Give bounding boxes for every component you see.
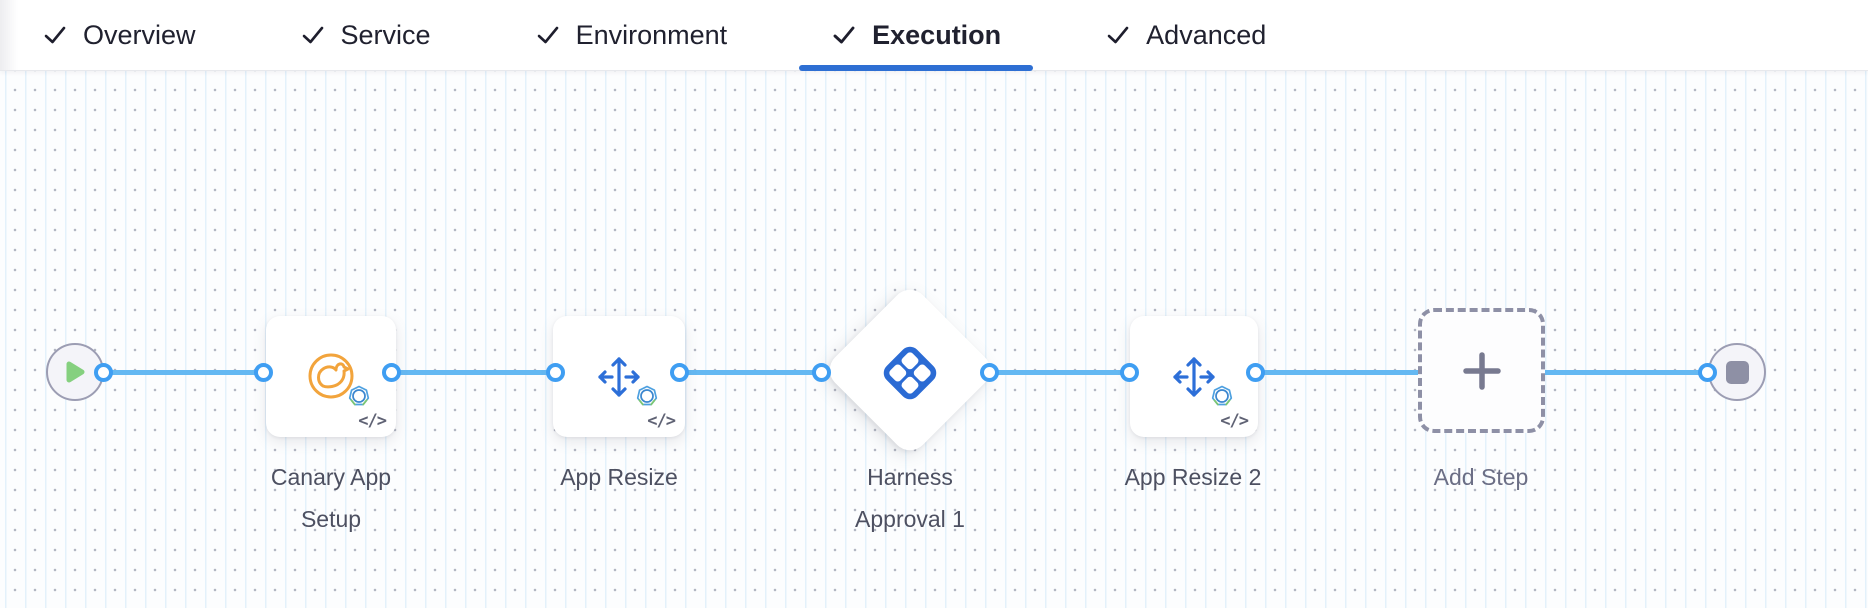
plus-icon [1462,351,1501,390]
check-icon [42,22,68,48]
check-icon [535,22,561,48]
resize-arrows-icon [1173,356,1215,397]
connector-port[interactable] [382,363,401,382]
pipeline-start-node[interactable] [46,343,104,401]
step-label-app-resize-2: App Resize 2 [1124,464,1262,490]
config-hexagon-icon [1210,384,1234,413]
tab-advanced[interactable]: Advanced [1105,0,1266,71]
tab-overview[interactable]: Overview [42,0,196,71]
connector-port[interactable] [1698,363,1717,382]
tabbar-left-shade [0,0,18,70]
active-tab-underline [799,64,1034,71]
code-icon[interactable]: </> [358,411,387,431]
code-icon[interactable]: </> [1220,411,1249,431]
connector-port[interactable] [812,363,831,382]
tab-label: Advanced [1146,19,1267,50]
connector-port[interactable] [1120,363,1139,382]
code-icon[interactable]: </> [647,411,676,431]
step-node-canary-app-setup[interactable]: </> [266,316,396,437]
tab-execution[interactable]: Execution [799,0,1034,71]
step-label-harness-approval-1: Harness Approval 1 [855,464,965,532]
pipeline-tab-bar: Overview Service Environment Execution [0,0,1868,71]
canary-icon [308,353,354,398]
connector-port[interactable] [254,363,273,382]
connector-port[interactable] [94,363,113,382]
connector-port[interactable] [1246,363,1265,382]
connector-port[interactable] [670,363,689,382]
check-icon [831,22,857,48]
tab-label: Execution [872,19,1002,50]
stop-icon [1725,360,1749,384]
step-label-canary-app-setup: Canary App Setup [270,464,392,532]
config-hexagon-icon [635,384,659,413]
approval-node-harness-approval-1[interactable] [822,282,998,458]
execution-graph-canvas[interactable]: </> [0,71,1868,608]
config-hexagon-icon [347,384,371,413]
connector-port[interactable] [980,363,999,382]
step-node-app-resize-2[interactable]: </> [1130,316,1258,437]
tab-service[interactable]: Service [300,0,431,71]
step-label-add-step: Add Step [1433,464,1529,490]
step-label-app-resize: App Resize [560,464,678,490]
resize-arrows-icon [598,356,640,397]
tab-environment[interactable]: Environment [535,0,728,71]
tab-label: Overview [83,19,196,50]
step-node-app-resize[interactable]: </> [553,316,685,437]
add-step-button[interactable] [1418,308,1545,433]
check-icon [300,22,326,48]
connector-port[interactable] [546,363,565,382]
tab-label: Service [340,19,431,50]
play-icon [66,361,85,383]
check-icon [1105,22,1131,48]
tab-label: Environment [575,19,728,50]
